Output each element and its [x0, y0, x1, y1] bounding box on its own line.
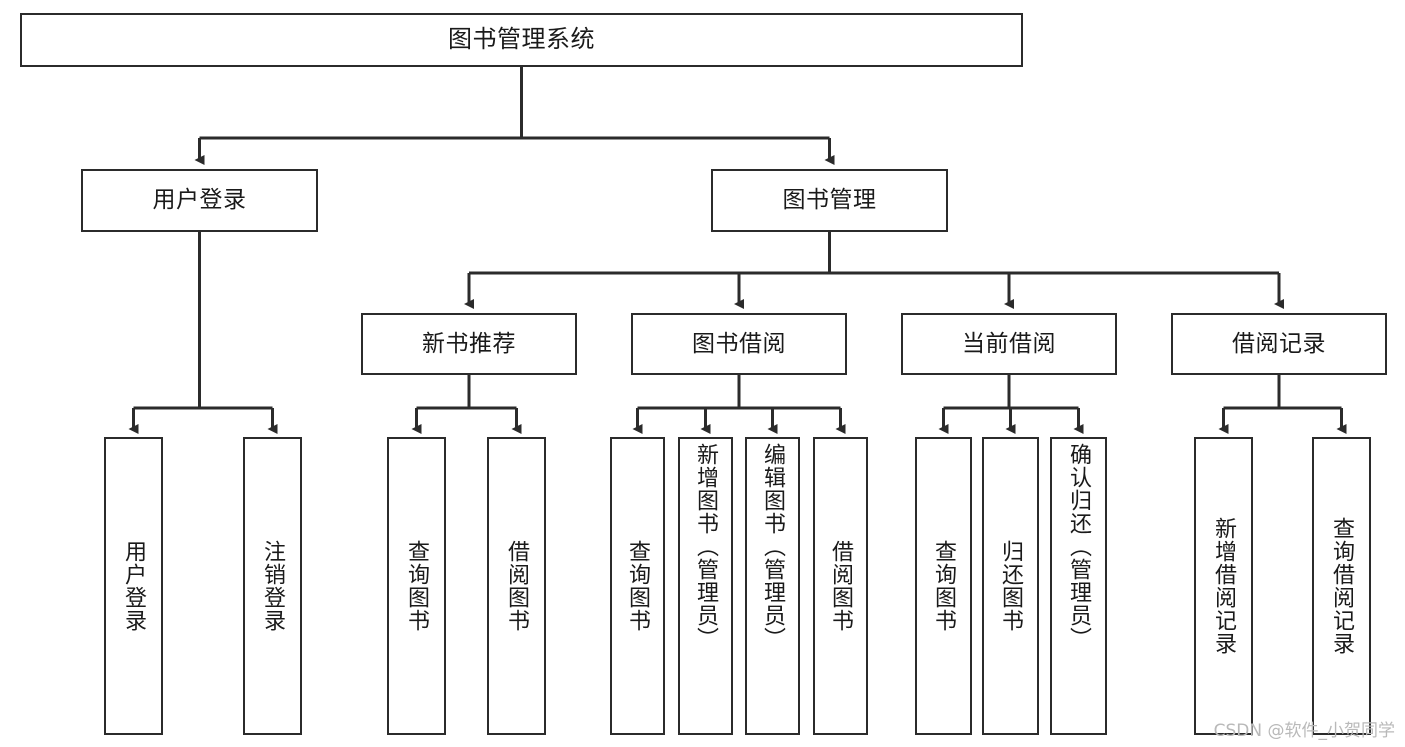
leaf-return-book[interactable]: 归还图书 — [982, 437, 1039, 735]
node-label: 归还图书 — [998, 540, 1024, 632]
node-label: 当前借阅 — [962, 330, 1056, 357]
node-label: 图书管理系统 — [448, 25, 595, 54]
node-label: 确认归还（管理员） — [1066, 443, 1092, 650]
leaf-query-borrow-record[interactable]: 查询借阅记录 — [1312, 437, 1371, 735]
leaf-add-borrow-record[interactable]: 新增借阅记录 — [1194, 437, 1253, 735]
leaf-query-book-current[interactable]: 查询图书 — [915, 437, 972, 735]
node-label: 查询图书 — [931, 540, 957, 632]
node-label: 用户登录 — [152, 187, 247, 214]
node-book-borrow[interactable]: 图书借阅 — [631, 313, 847, 375]
leaf-confirm-return-admin[interactable]: 确认归还（管理员） — [1050, 437, 1107, 735]
node-label: 新书推荐 — [422, 330, 516, 357]
node-root-system[interactable]: 图书管理系统 — [20, 13, 1023, 67]
node-label: 新增借阅记录 — [1211, 517, 1237, 655]
leaf-borrow-book-newbook[interactable]: 借阅图书 — [487, 437, 546, 735]
node-borrow-record[interactable]: 借阅记录 — [1171, 313, 1387, 375]
leaf-logout[interactable]: 注销登录 — [243, 437, 302, 735]
node-current-borrow[interactable]: 当前借阅 — [901, 313, 1117, 375]
leaf-query-book-borrow[interactable]: 查询图书 — [610, 437, 665, 735]
node-label: 注销登录 — [260, 540, 286, 632]
node-label: 新增图书（管理员） — [693, 443, 719, 650]
node-label: 查询借阅记录 — [1329, 517, 1355, 655]
node-label: 图书借阅 — [692, 330, 786, 357]
node-label: 借阅记录 — [1232, 330, 1326, 357]
csdn-watermark: CSDN @软件_小贺同学 — [1213, 721, 1395, 741]
node-label: 查询图书 — [625, 540, 651, 632]
node-label: 借阅图书 — [504, 540, 530, 632]
leaf-user-login[interactable]: 用户登录 — [104, 437, 163, 735]
leaf-query-book-newbook[interactable]: 查询图书 — [387, 437, 446, 735]
node-label: 用户登录 — [121, 540, 147, 632]
node-label: 图书管理 — [782, 187, 877, 214]
node-new-book-recommend[interactable]: 新书推荐 — [361, 313, 577, 375]
node-label: 编辑图书（管理员） — [760, 443, 786, 650]
node-book-management[interactable]: 图书管理 — [711, 169, 948, 232]
node-label: 借阅图书 — [828, 540, 854, 632]
leaf-add-book-admin[interactable]: 新增图书（管理员） — [678, 437, 733, 735]
leaf-edit-book-admin[interactable]: 编辑图书（管理员） — [745, 437, 800, 735]
leaf-borrow-book[interactable]: 借阅图书 — [813, 437, 868, 735]
node-user-login[interactable]: 用户登录 — [81, 169, 318, 232]
node-label: 查询图书 — [404, 540, 430, 632]
